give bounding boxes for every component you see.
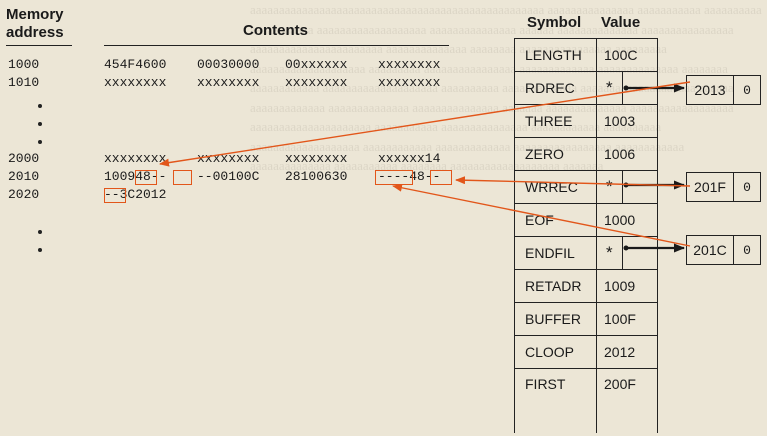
fixup-box-201f [430,170,452,185]
ellipsis-dot [38,248,42,252]
memory-word: xxxxxxxx [285,151,348,166]
forward-ref-address: 201F [687,173,734,201]
symbol-header: Symbol [527,14,582,31]
pointer-cell [622,72,653,104]
contents-rule [104,45,449,46]
symtab-value: 1000 [604,212,636,228]
forward-ref-node-wrrec: 201F 0 [686,172,761,202]
forward-ref-address: 201C [687,236,734,264]
memory-word: 454F4600 [104,57,167,72]
symtab-row: ZERO 1006 [515,138,657,171]
symtab-symbol: BUFFER [515,303,597,335]
ellipsis-dot [38,104,42,108]
symtab-symbol: RDREC [515,72,597,104]
memory-word: xxxxxxxx [378,75,441,90]
memory-word: xxxxxxxx [197,75,260,90]
symtab-value: 100C [604,47,638,63]
symtab-row: CLOOP 2012 [515,336,657,369]
symtab-row: BUFFER 100F [515,303,657,336]
fixup-box-2020 [104,188,126,203]
symtab-row: RDREC * [515,72,657,105]
memory-address: 1010 [8,75,40,90]
forward-ref-null: 0 [743,82,751,98]
symtab-value: 1003 [604,113,636,129]
symtab-row: THREE 1003 [515,105,657,138]
pointer-cell [622,237,653,269]
memory-word: xxxxxxxx [104,151,167,166]
forward-ref-null: 0 [743,179,751,195]
memory-header-line1: Memory [6,6,64,23]
symtab-symbol: ZERO [515,138,597,170]
symtab-row: EOF 1000 [515,204,657,237]
undefined-marker: * [606,243,613,262]
symtab-symbol: ENDFIL [515,237,597,269]
symtab-symbol: FIRST [515,369,597,433]
memory-address: 2010 [8,169,40,184]
memory-word: 00030000 [197,57,260,72]
arrow-201f [455,176,691,187]
symtab-symbol: LENGTH [515,39,597,71]
contents-header: Contents [243,22,308,39]
symtab-symbol: RETADR [515,270,597,302]
ellipsis-dot [38,140,42,144]
undefined-marker: * [606,177,613,196]
arrow-201c [392,183,691,247]
symtab-value: 100F [604,311,636,327]
ellipsis-dot [38,230,42,234]
symtab-value: * [597,72,657,104]
undefined-marker: * [606,78,613,97]
fixup-box-2013 [173,170,192,185]
memory-word: xxxxxxxx [285,75,348,90]
memory-word: --3C2012 [104,187,167,202]
symtab-value: 1006 [604,146,636,162]
memory-address-header: Memory address [6,6,64,42]
symtab-symbol: EOF [515,204,597,236]
forward-ref-node-endfil: 201C 0 [686,235,761,265]
symtab-row: RETADR 1009 [515,270,657,303]
memory-address-rule [6,45,72,46]
ellipsis-dot [38,122,42,126]
memory-address: 2000 [8,151,40,166]
memory-word: --00100C [197,169,260,184]
symtab-value: 200F [604,376,636,392]
memory-word: 28100630 [285,169,348,184]
symtab-symbol: CLOOP [515,336,597,368]
forward-ref-null: 0 [743,242,751,258]
symtab-row: ENDFIL * [515,237,657,270]
symtab-row: LENGTH 100C [515,39,657,72]
memory-address: 2020 [8,187,40,202]
memory-address: 1000 [8,57,40,72]
memory-word: xxxxxx14 [378,151,441,166]
memory-word: xxxxxxxx [104,75,167,90]
memory-word: ----48-- [378,169,441,184]
memory-word: xxxxxxxx [378,57,441,72]
symtab-value: * [597,237,657,269]
memory-word: 00xxxxxx [285,57,348,72]
symtab-value: 2012 [604,344,636,360]
pointer-cell [622,171,653,203]
symtab-value: * [597,171,657,203]
fixup-box-2011 [135,170,157,185]
symtab-row: FIRST 200F [515,369,657,433]
arrow-2013 [159,81,691,167]
forward-ref-address: 2013 [687,76,734,104]
symtab-value: 1009 [604,278,636,294]
memory-header-line2: address [6,24,64,41]
symtab-symbol: THREE [515,105,597,137]
memory-word: xxxxxxxx [197,151,260,166]
fixup-arrows [159,81,691,247]
value-header: Value [601,14,641,31]
symtab-pointer-arrows [623,83,685,253]
forward-ref-node-rdrec: 2013 0 [686,75,761,105]
